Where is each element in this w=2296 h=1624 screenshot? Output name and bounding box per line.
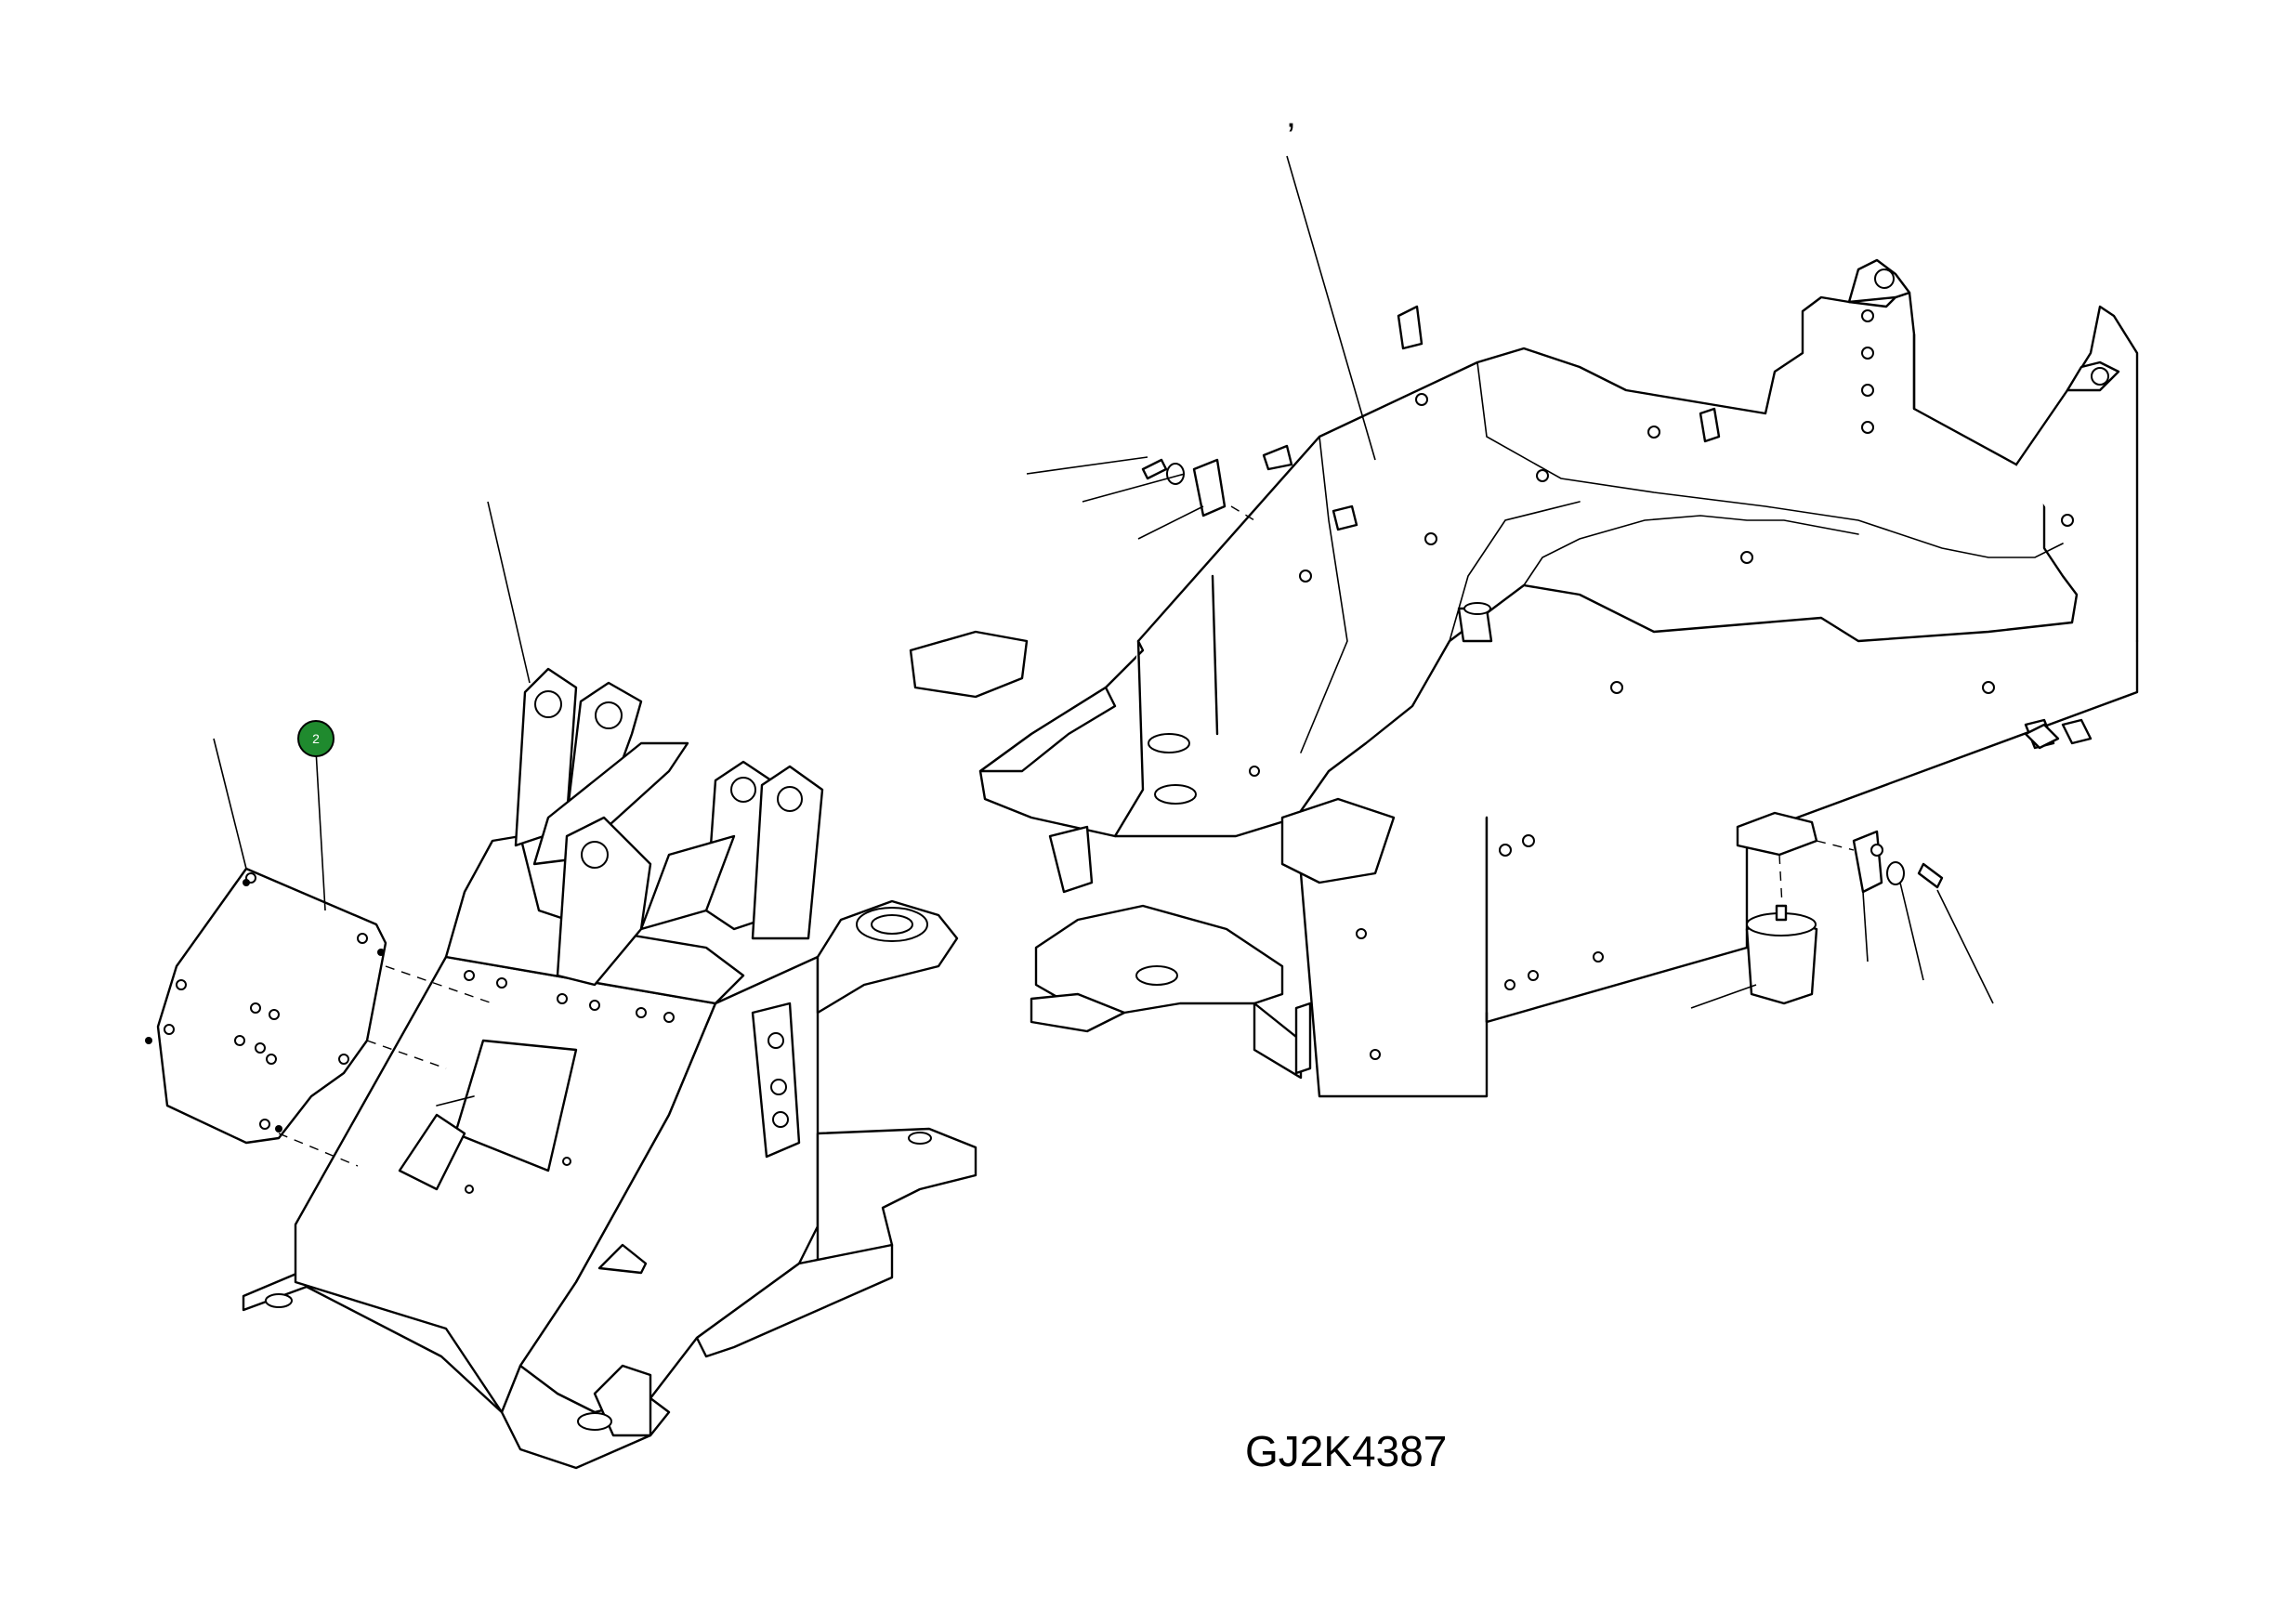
callout-balloon-2[interactable]: 2	[297, 720, 335, 757]
rear-frame	[909, 258, 2139, 1098]
top-mark: ’	[1287, 116, 1295, 157]
front-frame	[242, 667, 977, 1470]
access-cover-plate	[145, 867, 493, 1167]
corner-bracket	[2024, 723, 2060, 750]
callout-circle	[297, 720, 335, 757]
drawing-code: GJ2K4387	[1245, 1427, 1447, 1475]
side-bracket	[1852, 830, 1883, 894]
top-bracket-parts	[1141, 458, 1227, 517]
rubber-mount	[1736, 811, 1818, 1005]
bolt	[1917, 862, 1944, 889]
leader-lines	[213, 155, 1994, 1009]
washer	[1886, 861, 1905, 885]
callout-number: 2	[312, 731, 320, 746]
frame-bolt-holes	[1249, 309, 2074, 1060]
